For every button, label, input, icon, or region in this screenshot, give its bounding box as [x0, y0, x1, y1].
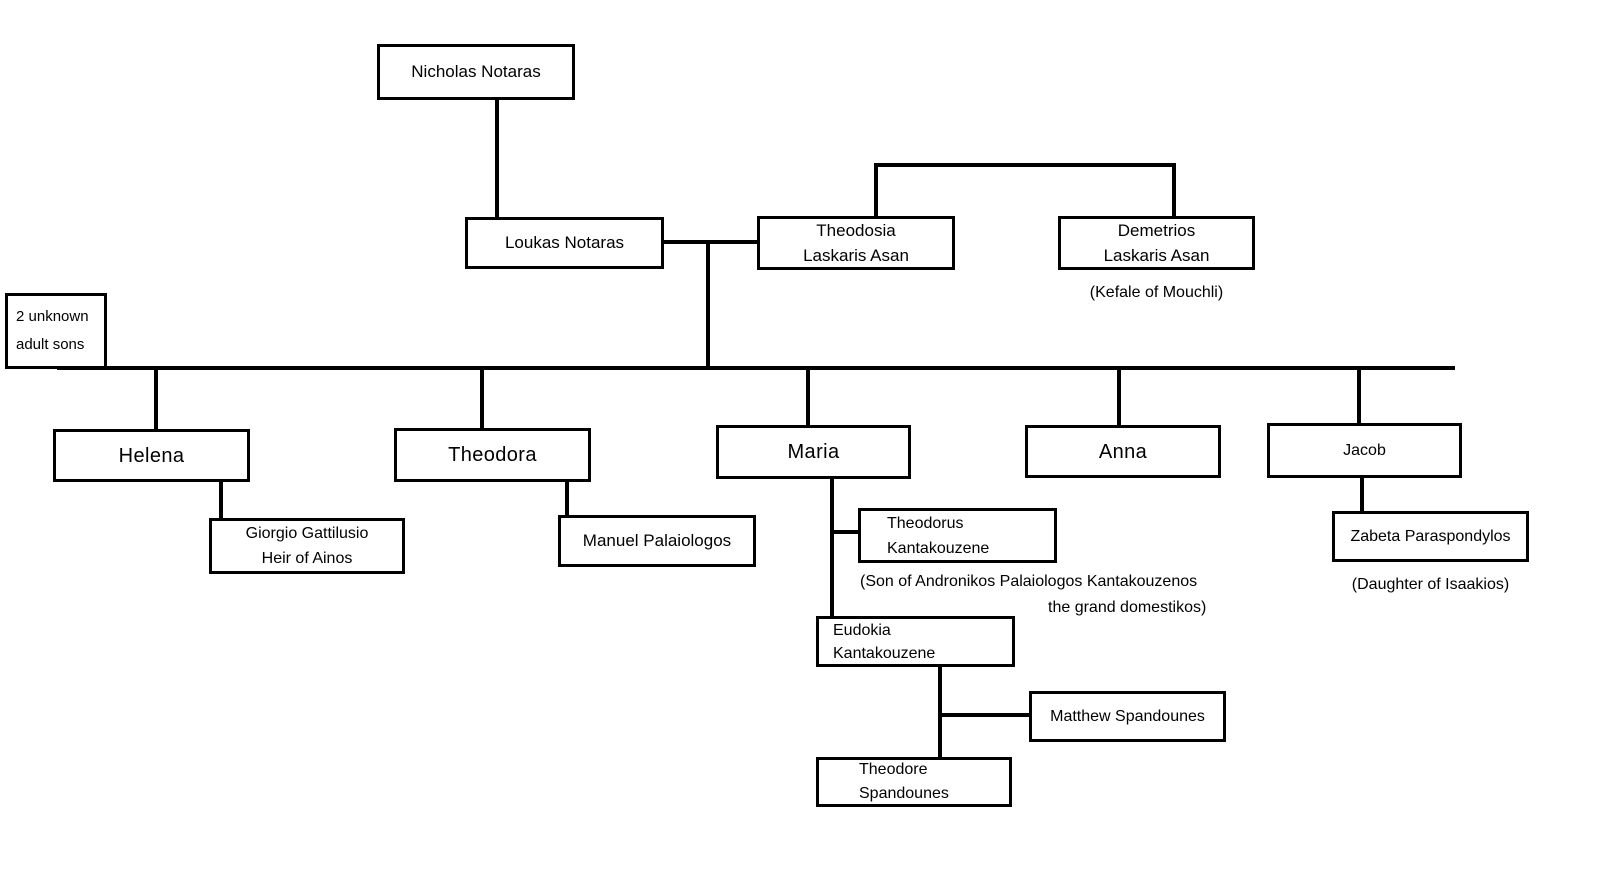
- node-theodora: Theodora: [394, 428, 591, 482]
- node-anna: Anna: [1025, 425, 1221, 478]
- node-zabeta-paraspondylos: Zabeta Paraspondylos: [1332, 511, 1529, 562]
- connector-children-rail: [57, 366, 1455, 370]
- node-theodorus-kantakouzene: Theodorus Kantakouzene: [858, 508, 1057, 563]
- connector-couple-descent: [706, 242, 710, 369]
- node-manuel-palaiologos: Manuel Palaiologos: [558, 515, 756, 567]
- caption-theodorus-origin-line2: the grand domestikos): [1048, 599, 1207, 616]
- node-maria: Maria: [716, 425, 911, 479]
- connector-eudokia-descent: [938, 665, 942, 757]
- connector-eudokia-matthew-marriage: [938, 713, 1029, 717]
- node-eudokia-kantakouzene: Eudokia Kantakouzene: [816, 616, 1015, 667]
- node-unknown-adult-sons: 2 unknown adult sons: [5, 293, 107, 369]
- connector-drop-anna: [1117, 368, 1121, 425]
- connector-theodosia-demetrios-sibling-top: [874, 163, 1176, 167]
- node-helena: Helena: [53, 429, 250, 482]
- connector-theodora-manuel: [565, 480, 569, 515]
- node-theodosia-laskaris-asan: Theodosia Laskaris Asan: [757, 216, 955, 270]
- node-loukas-notaras: Loukas Notaras: [465, 217, 664, 269]
- connector-jacob-zabeta: [1360, 476, 1364, 511]
- connector-nicholas-loukas: [495, 100, 499, 217]
- caption-daughter-of-isaakios: (Daughter of Isaakios): [1351, 576, 1510, 593]
- node-nicholas-notaras: Nicholas Notaras: [377, 44, 575, 100]
- connector-sibling-bracket-left: [874, 163, 878, 216]
- caption-kefale-of-mouchli: (Kefale of Mouchli): [1089, 284, 1224, 301]
- connector-helena-giorgio: [219, 480, 223, 518]
- connector-loukas-theodosia-marriage: [662, 240, 759, 244]
- connector-drop-maria: [806, 368, 810, 425]
- node-giorgio-gattilusio: Giorgio Gattilusio Heir of Ainos: [209, 518, 405, 574]
- connector-maria-theodorus-marriage: [830, 530, 858, 534]
- node-jacob: Jacob: [1267, 423, 1462, 478]
- connector-drop-theodora: [480, 368, 484, 428]
- connector-maria-descent: [830, 477, 834, 616]
- connector-drop-helena: [154, 368, 158, 429]
- connector-sibling-bracket-right: [1172, 163, 1176, 216]
- node-demetrios-laskaris-asan: Demetrios Laskaris Asan: [1058, 216, 1255, 270]
- node-theodore-spandounes: Theodore Spandounes: [816, 757, 1012, 807]
- connector-drop-jacob: [1357, 368, 1361, 423]
- node-matthew-spandounes: Matthew Spandounes: [1029, 691, 1226, 742]
- caption-theodorus-origin-line1: (Son of Andronikos Palaiologos Kantakouz…: [860, 573, 1198, 590]
